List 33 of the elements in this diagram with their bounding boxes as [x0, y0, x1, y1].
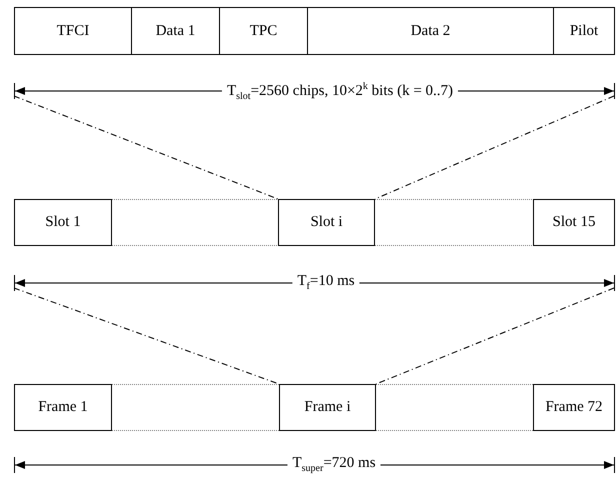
field-box: [307, 7, 554, 55]
dotted-line: [112, 430, 280, 431]
dotted-line: [112, 199, 278, 200]
box-label: TFCI: [56, 22, 90, 40]
dotted-line: [112, 384, 280, 385]
box-label: Frame 1: [38, 399, 88, 416]
dotted-line: [374, 245, 534, 246]
field-box: [553, 7, 615, 55]
box-label: Slot i: [310, 214, 343, 231]
dotted-line: [376, 384, 534, 385]
dotted-line: [112, 245, 278, 246]
frame-box: [14, 384, 112, 431]
slot-box: [14, 199, 112, 246]
field-box: [14, 7, 132, 55]
slot-box: [278, 199, 375, 246]
field-box: [219, 7, 308, 55]
box-label: Frame i: [304, 399, 351, 416]
dotted-line: [376, 430, 534, 431]
slot-box: [533, 199, 615, 246]
dimension-label: T$_{slot}$=2560 chips, 10×2$^{k}$ bits (k = 0..7): [222, 81, 458, 102]
box-label: TPC: [250, 22, 278, 40]
frame-box: [533, 384, 615, 431]
dimension-label: T$_{super}$=720 ms: [287, 455, 381, 474]
box-label: Slot 15: [552, 214, 596, 231]
field-box: [131, 7, 220, 55]
frame-box: [279, 384, 376, 431]
box-label: Frame 72: [545, 399, 603, 416]
dimension-label: T$_{f}$=10 ms: [292, 273, 360, 292]
box-label: Data 1: [156, 22, 196, 40]
box-label: Slot 1: [45, 214, 81, 231]
dotted-line: [374, 199, 534, 200]
box-label: Data 2: [410, 22, 450, 40]
box-label: Pilot: [570, 22, 598, 40]
